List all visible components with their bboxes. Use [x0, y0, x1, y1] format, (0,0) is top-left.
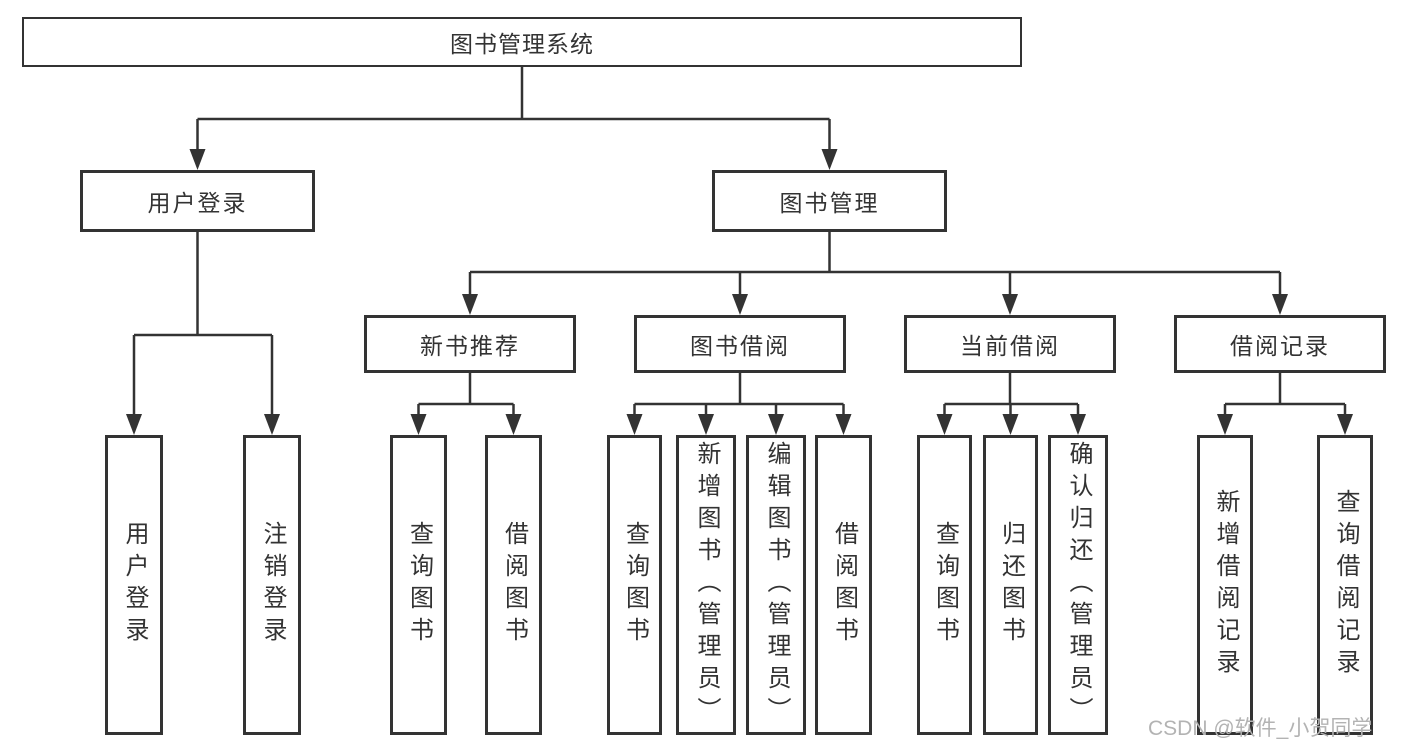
- leaf-add-book-admin: 新增图书（管理员）: [676, 435, 736, 735]
- leaf-return-book: 归还图书: [983, 435, 1038, 735]
- leaf-query-books-current: 查询图书: [917, 435, 972, 735]
- node-current-borrowing: 当前借阅: [904, 315, 1116, 373]
- node-book-borrowing: 图书借阅: [634, 315, 846, 373]
- node-borrowing-records: 借阅记录: [1174, 315, 1386, 373]
- leaf-edit-book-admin: 编辑图书（管理员）: [746, 435, 806, 735]
- leaf-query-books-borrow: 查询图书: [607, 435, 662, 735]
- leaf-query-borrow-record: 查询借阅记录: [1317, 435, 1373, 735]
- leaf-confirm-return-admin: 确认归还（管理员）: [1048, 435, 1108, 735]
- leaf-user-login: 用户登录: [105, 435, 163, 735]
- leaf-borrow-books-recommend: 借阅图书: [485, 435, 542, 735]
- node-new-book-recommendation: 新书推荐: [364, 315, 576, 373]
- node-root-system: 图书管理系统: [22, 17, 1022, 67]
- watermark: CSDN @软件_小贺同学: [1148, 717, 1373, 740]
- leaf-borrow-books: 借阅图书: [815, 435, 872, 735]
- node-user-login: 用户登录: [80, 170, 315, 232]
- arrowheads: [126, 149, 1353, 435]
- leaf-query-books-recommend: 查询图书: [390, 435, 447, 735]
- node-book-management: 图书管理: [712, 170, 947, 232]
- leaf-add-borrow-record: 新增借阅记录: [1197, 435, 1253, 735]
- leaf-logout: 注销登录: [243, 435, 301, 735]
